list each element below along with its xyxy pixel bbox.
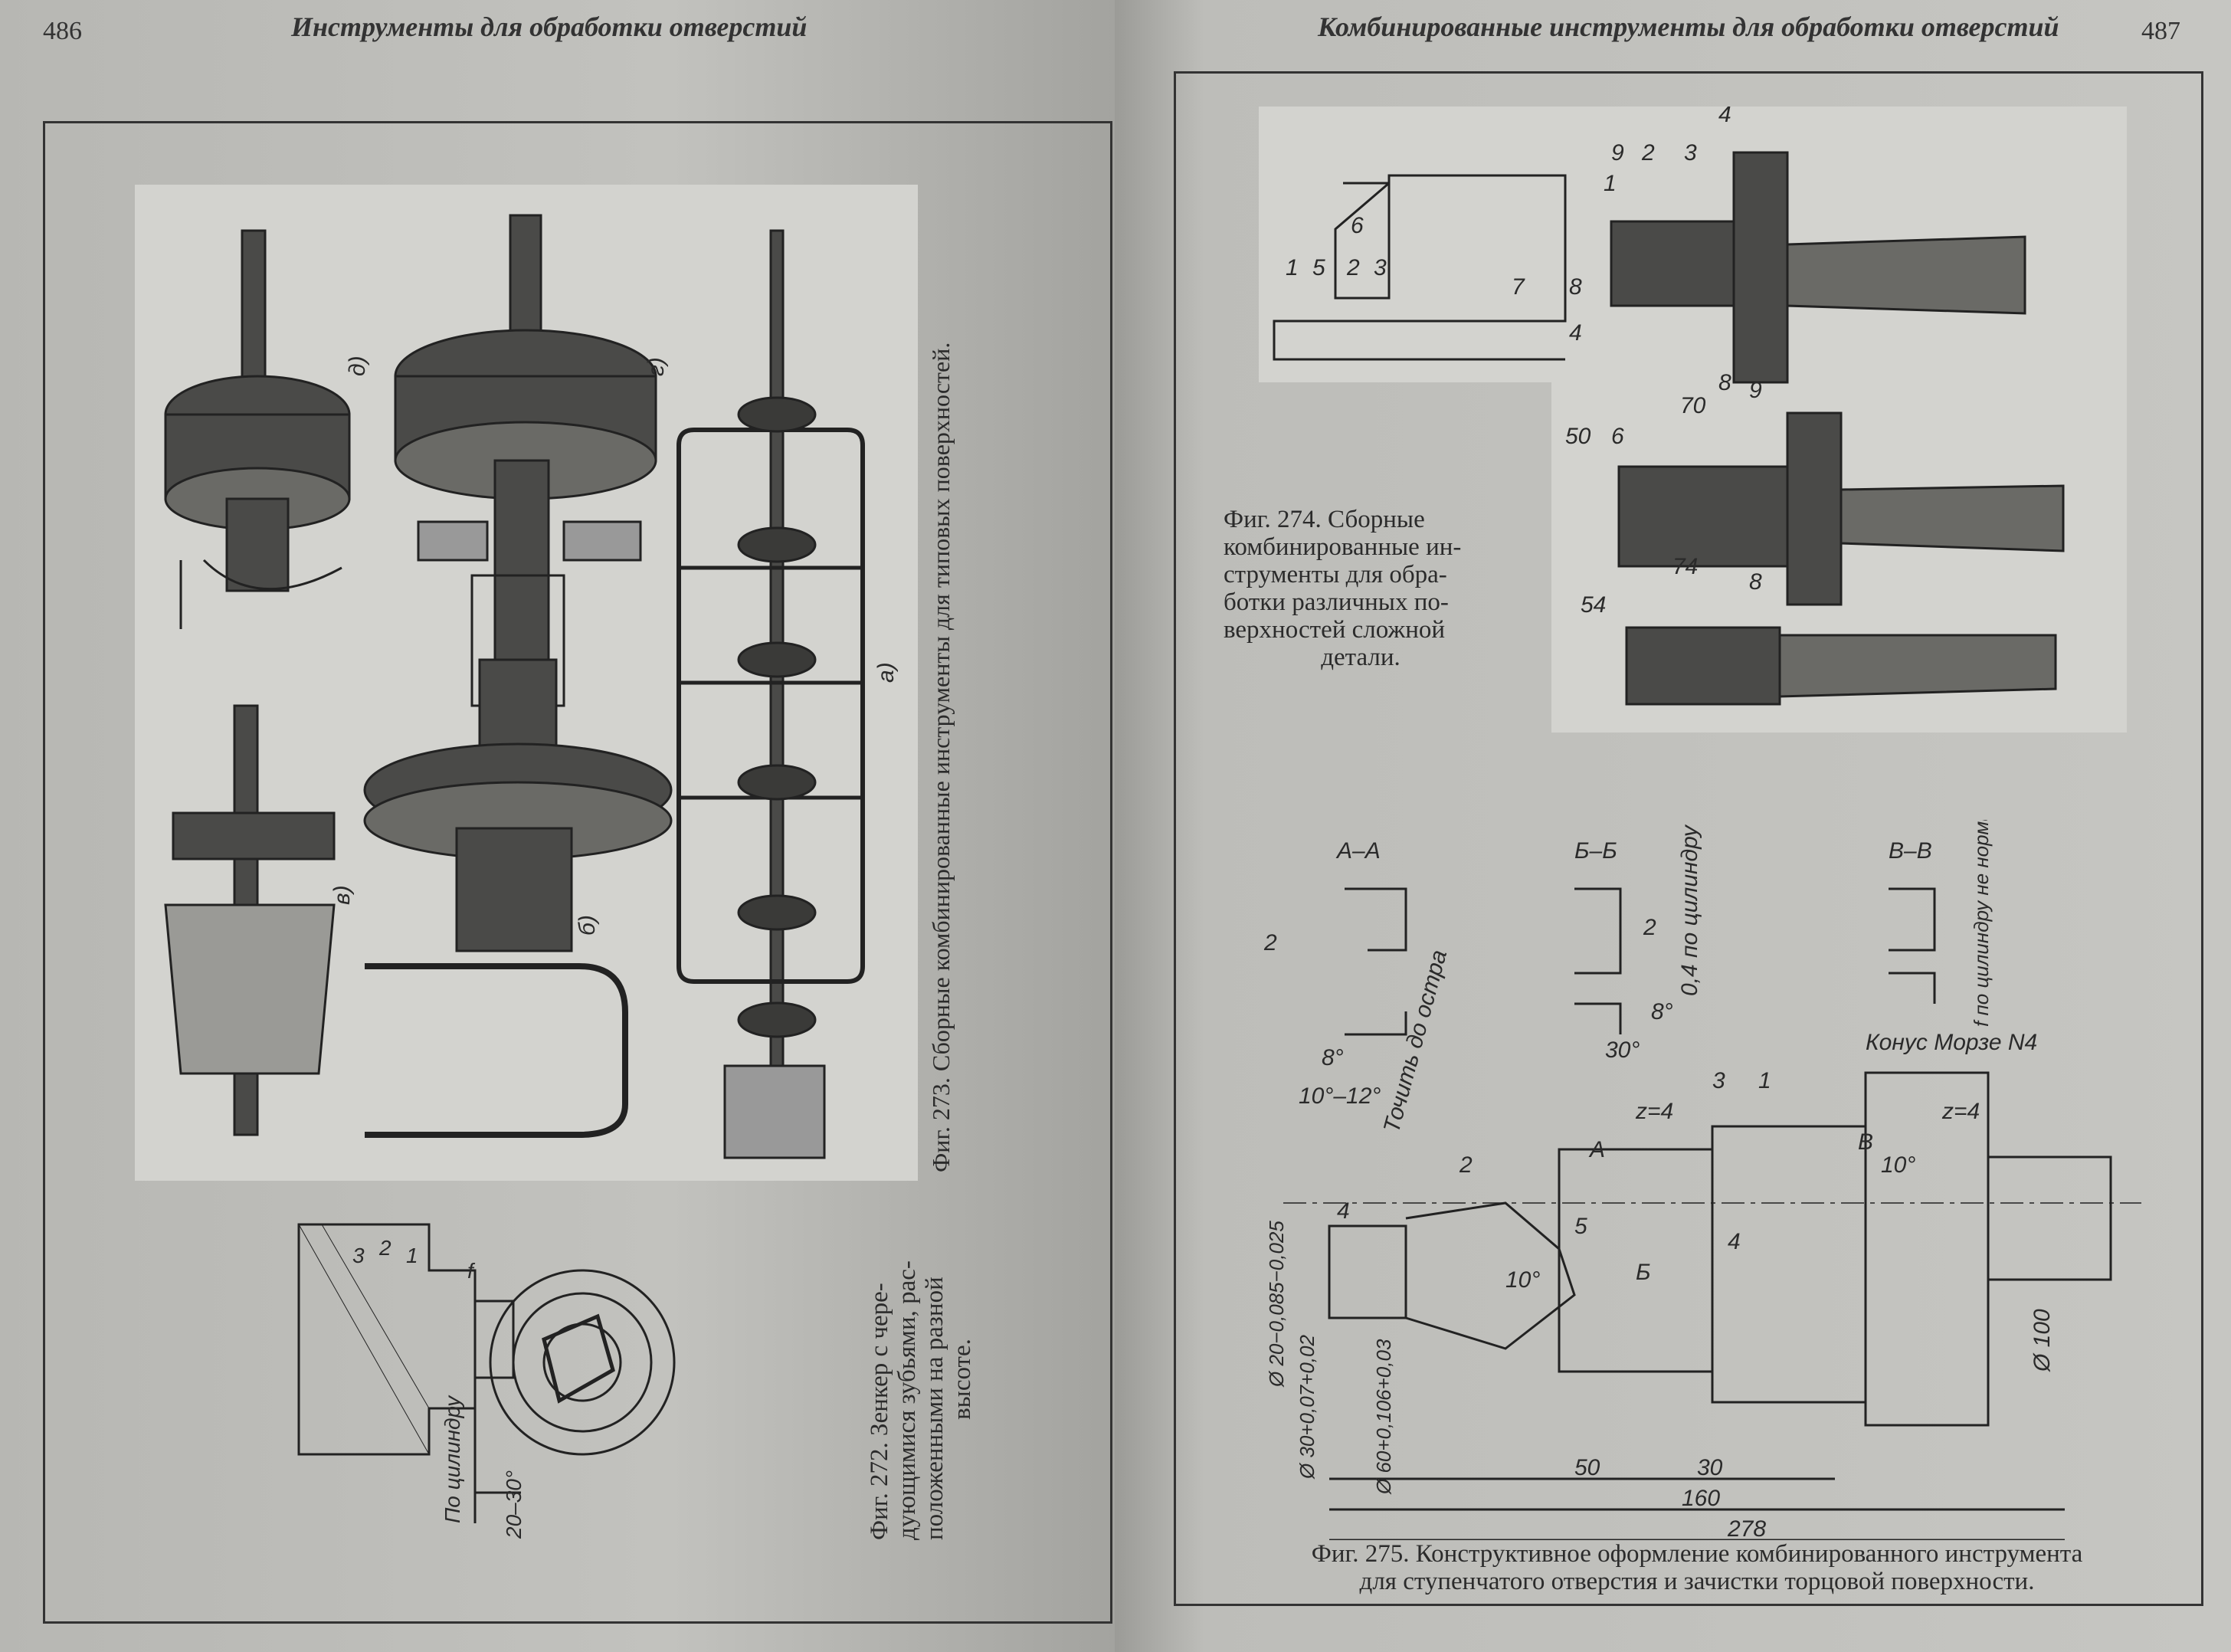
part-number: 2 — [1459, 1152, 1473, 1178]
cylinder-note: 0,4 по цилиндру — [1677, 824, 1702, 996]
angle-label: 8° — [1651, 999, 1673, 1024]
part-label: 3 — [1684, 140, 1697, 166]
part-label: 74 — [1672, 554, 1698, 579]
section-marker: В — [1858, 1129, 1873, 1155]
page-number: 486 — [43, 17, 82, 45]
part-label: 4 — [1718, 107, 1731, 127]
part-number: 4 — [1337, 1198, 1350, 1224]
part-label: 8 — [1569, 274, 1582, 300]
length-50: 50 — [1574, 1455, 1600, 1480]
caption-line: ботки различных по- — [1224, 588, 1449, 616]
part-3: 3 — [352, 1244, 365, 1267]
part-number: 5 — [1574, 1214, 1587, 1239]
dim-label: 2 — [1263, 930, 1277, 955]
f-cylinder-note: f по цилиндру не нормируется — [1970, 820, 1993, 1027]
diameter-60: Ø 60+0,106+0,03 — [1372, 1339, 1395, 1495]
figure-275-drawing: А–А Б–Б В–В 10°–12° 8° 8° 30° 2 2 Точить… — [1263, 820, 2141, 1540]
part-label: 50 — [1565, 424, 1591, 449]
caption-line: положенными на разной — [921, 1277, 948, 1540]
caption-line: Фиг. 272. Зенкер с чере- — [866, 1283, 893, 1540]
part-number: 1 — [1758, 1068, 1771, 1093]
part-label: 8 — [1749, 569, 1762, 595]
part-label: 70 — [1680, 393, 1706, 418]
label-b: б) — [575, 915, 600, 936]
caption-line: детали. — [1321, 644, 1401, 671]
caption-line: высоте. — [948, 1339, 976, 1420]
diameter-30: Ø 30+0,07+0,02 — [1296, 1335, 1319, 1480]
running-title: Комбинированные инструменты для обработк… — [1318, 11, 2059, 42]
diameter-20: Ø 20−0,085−0,025 — [1265, 1221, 1288, 1388]
figure-274-caption: Фиг. 274. Сборные комбинированные ин- ст… — [1224, 506, 1498, 671]
length-30: 30 — [1697, 1455, 1723, 1480]
right-page: Комбинированные инструменты для обработк… — [1115, 0, 2231, 1652]
figure-275-caption: Фиг. 275. Конструктивное оформление комб… — [1268, 1540, 2126, 1595]
page-number: 487 — [2141, 17, 2180, 45]
angle-label: 10°–12° — [1299, 1083, 1381, 1109]
caption-line: комбинированные ин- — [1224, 533, 1462, 561]
section-marker: A — [1588, 1137, 1605, 1162]
dim-label: 2 — [1643, 915, 1656, 940]
sharpen-note: Точить до остра — [1379, 947, 1452, 1135]
part-label: 54 — [1581, 592, 1606, 618]
caption-line: Фиг. 274. Сборные — [1224, 506, 1425, 533]
part-label: 8 — [1718, 370, 1731, 395]
part-label: 1 — [1286, 255, 1299, 280]
angle-label: 10° — [1881, 1152, 1915, 1178]
angle-label: 30° — [1605, 1037, 1640, 1063]
part-label: 6 — [1611, 424, 1624, 449]
figure-273-illustration: д) г) в) б) а) — [164, 214, 899, 1159]
figure-273-caption: Фиг. 273. Сборные комбинированные инстру… — [927, 342, 955, 1172]
figure-272-caption: Фиг. 272. Зенкер с чере- дующимися зубья… — [866, 1218, 976, 1540]
part-label: 4 — [1569, 320, 1582, 346]
part-label: 1 — [1604, 171, 1617, 196]
length-160: 160 — [1682, 1486, 1720, 1511]
label-f: f — [467, 1259, 476, 1283]
caption-line: струменты для обра- — [1224, 561, 1447, 588]
part-number: 4 — [1728, 1229, 1741, 1254]
label-v: в) — [329, 885, 355, 905]
page-frame — [1174, 71, 2203, 1606]
caption-line: дующимися зубьями, рас- — [893, 1260, 921, 1540]
part-label: 3 — [1374, 255, 1387, 280]
part-label: 9 — [1749, 378, 1762, 403]
length-278: 278 — [1727, 1516, 1766, 1540]
part-1: 1 — [406, 1244, 418, 1267]
label-angle: 20–30° — [502, 1470, 526, 1539]
part-number: 3 — [1712, 1068, 1725, 1093]
part-label: 7 — [1512, 274, 1525, 300]
label-cylinder: По цилиндру — [441, 1395, 464, 1523]
label-a: а) — [873, 662, 899, 683]
section-b: Б–Б — [1574, 838, 1617, 864]
section-v: В–В — [1889, 838, 1932, 864]
label-g: г) — [644, 357, 669, 376]
part-label: 2 — [1346, 255, 1360, 280]
caption-line: для ступенчатого отверстия и зачистки то… — [1359, 1568, 2035, 1595]
running-title: Инструменты для обработки отверстий — [291, 11, 808, 42]
figure-274-illustration: 1 5 2 3 6 7 8 4 9 2 3 4 1 8 70 9 50 6 74… — [1273, 107, 2065, 706]
part-label: 9 — [1611, 140, 1624, 166]
part-label: 2 — [1641, 140, 1655, 166]
figure-272-drawing: 3 2 1 f По цилиндру 20–30° — [297, 1223, 676, 1539]
section-a: А–А — [1335, 838, 1381, 864]
teeth-count: z=4 — [1941, 1099, 1980, 1124]
page-frame — [43, 121, 1112, 1624]
teeth-count: z=4 — [1635, 1099, 1673, 1124]
figure-273-photo: д) г) в) б) а) — [135, 185, 918, 1181]
left-page: 486 Инструменты для обработки отверстий — [0, 0, 1115, 1652]
section-marker: Б — [1636, 1260, 1651, 1285]
diameter-100: Ø 100 — [2030, 1309, 2055, 1372]
part-label: 6 — [1351, 213, 1364, 238]
caption-line: Фиг. 275. Конструктивное оформление комб… — [1311, 1540, 2083, 1568]
label-d: д) — [345, 356, 370, 376]
part-2: 2 — [378, 1236, 391, 1260]
morse-taper-label: Конус Морзе N4 — [1866, 1030, 2037, 1055]
caption-line: верхностей сложной — [1224, 616, 1446, 644]
part-label: 5 — [1312, 255, 1325, 280]
angle-label: 8° — [1322, 1045, 1344, 1070]
angle-label: 10° — [1505, 1267, 1540, 1293]
